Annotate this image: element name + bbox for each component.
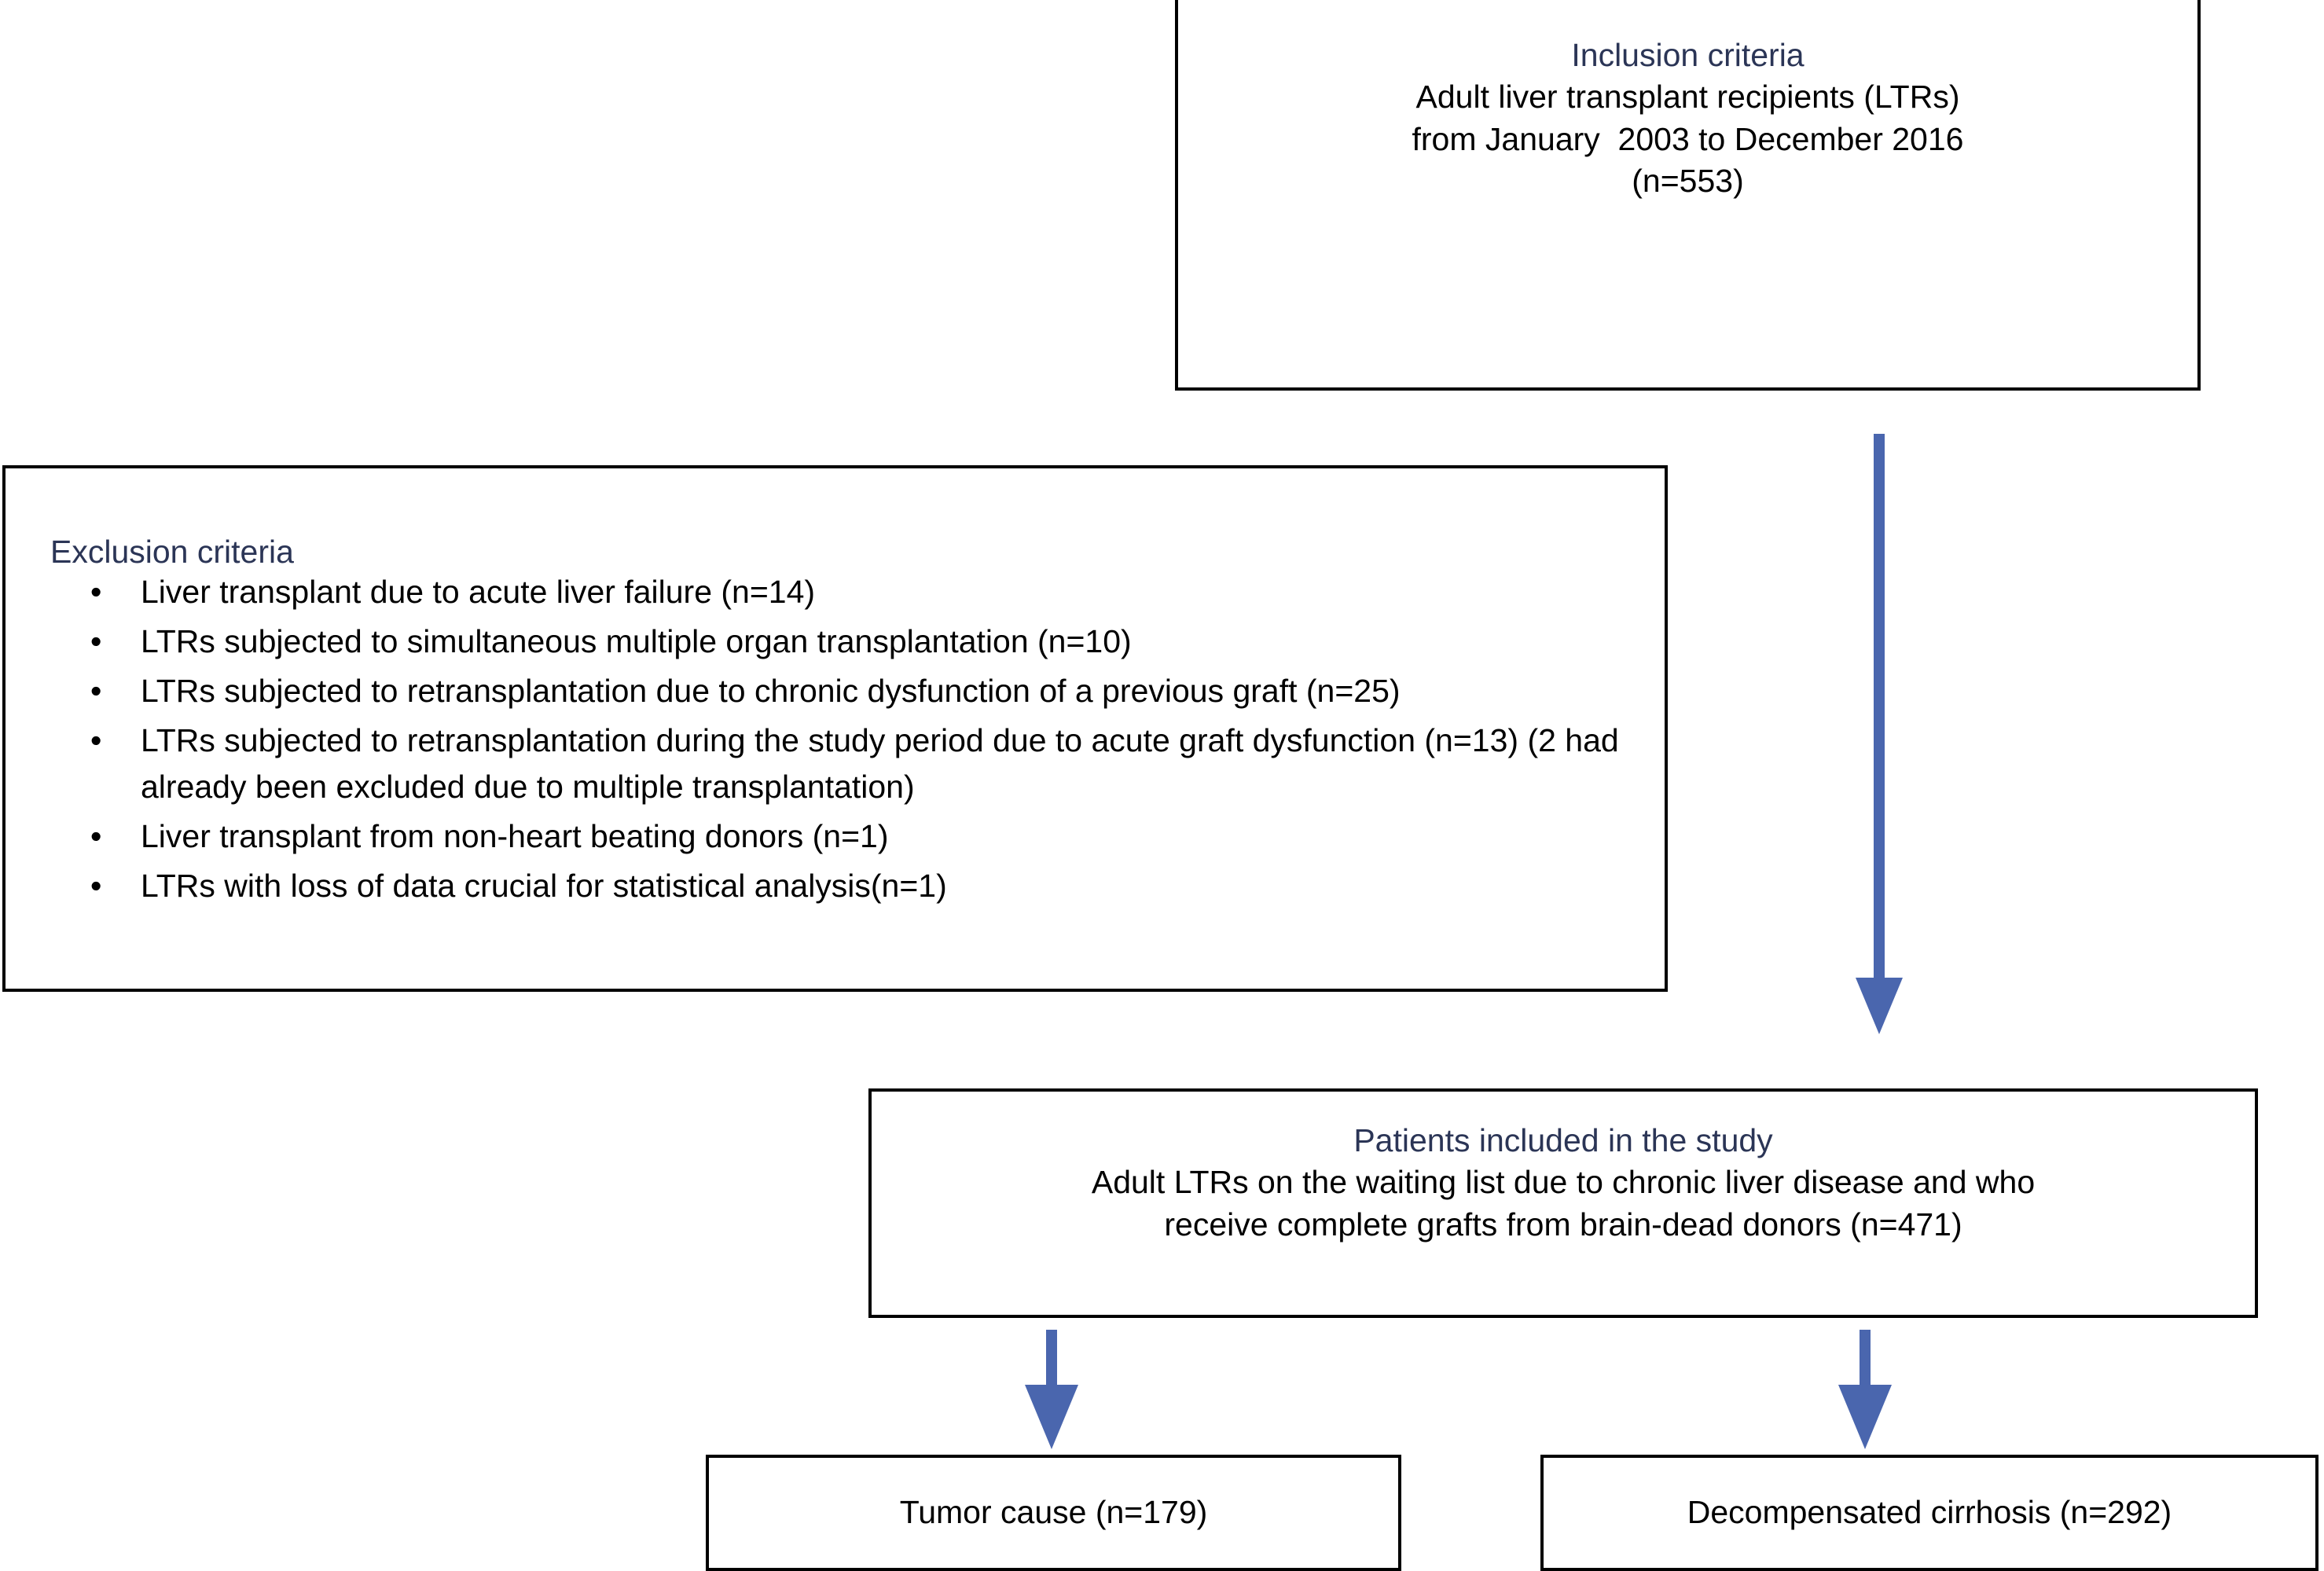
list-item: • Liver transplant due to acute liver fa… [84,569,1649,616]
exclusion-item-label: Liver transplant due to acute liver fail… [141,574,816,610]
list-item: • LTRs subjected to simultaneous multipl… [84,618,1649,666]
patients-included-content: Patients included in the study Adult LTR… [872,1120,2255,1246]
exclusion-item-label: LTRs with loss of data crucial for stati… [141,868,947,905]
patients-included-line-2: receive complete grafts from brain-dead … [1164,1206,1962,1242]
exclusion-item-label: LTRs subjected to simultaneous multiple … [141,622,1132,659]
patients-included-heading: Patients included in the study [1353,1122,1773,1158]
exclusion-item-label: LTRs subjected to retransplantation duri… [141,721,1619,806]
bullet-icon: • [90,574,102,610]
exclusion-item-label: LTRs subjected to retransplantation due … [141,672,1401,709]
bullet-icon: • [90,868,102,905]
list-item: • LTRs subjected to retransplantation du… [84,668,1649,715]
patients-included-line-1: Adult LTRs on the waiting list due to ch… [1091,1164,2036,1201]
down-arrow-icon-tumor [1025,1330,1078,1449]
bullet-icon: • [90,721,102,758]
outcome-box-decompensated: Decompensated cirrhosis (n=292) [1540,1455,2318,1571]
bullet-icon: • [90,672,102,709]
list-item: • LTRs with loss of data crucial for sta… [84,863,1649,910]
inclusion-line-3: (n=553) [1632,162,1744,199]
inclusion-criteria-content: Inclusion criteria Adult liver transplan… [1178,35,2197,202]
down-arrow-icon-decompensated [1838,1330,1892,1449]
exclusion-item-label: Liver transplant from non-heart beating … [141,818,889,855]
outcome-box-tumor: Tumor cause (n=179) [706,1455,1401,1571]
outcome-label-tumor: Tumor cause (n=179) [899,1494,1208,1530]
list-item: • Liver transplant from non-heart beatin… [84,813,1649,861]
exclusion-criteria-heading: Exclusion criteria [50,534,294,570]
bullet-icon: • [90,622,102,659]
list-item: • LTRs subjected to retransplantation du… [84,718,1649,812]
down-arrow-icon-main [1856,434,1903,1034]
bullet-icon: • [90,818,102,855]
outcome-label-decompensated: Decompensated cirrhosis (n=292) [1687,1494,2172,1530]
patients-included-box: Patients included in the study Adult LTR… [868,1088,2258,1318]
inclusion-criteria-heading: Inclusion criteria [1571,37,1804,73]
inclusion-line-1: Adult liver transplant recipients (LTRs) [1415,79,1960,116]
exclusion-criteria-box: Exclusion criteria • Liver transplant du… [2,465,1668,992]
inclusion-line-2: from January 2003 to December 2016 [1412,120,1964,157]
inclusion-criteria-box: Inclusion criteria Adult liver transplan… [1175,0,2201,391]
exclusion-criteria-list: • Liver transplant due to acute liver fa… [84,569,1649,912]
